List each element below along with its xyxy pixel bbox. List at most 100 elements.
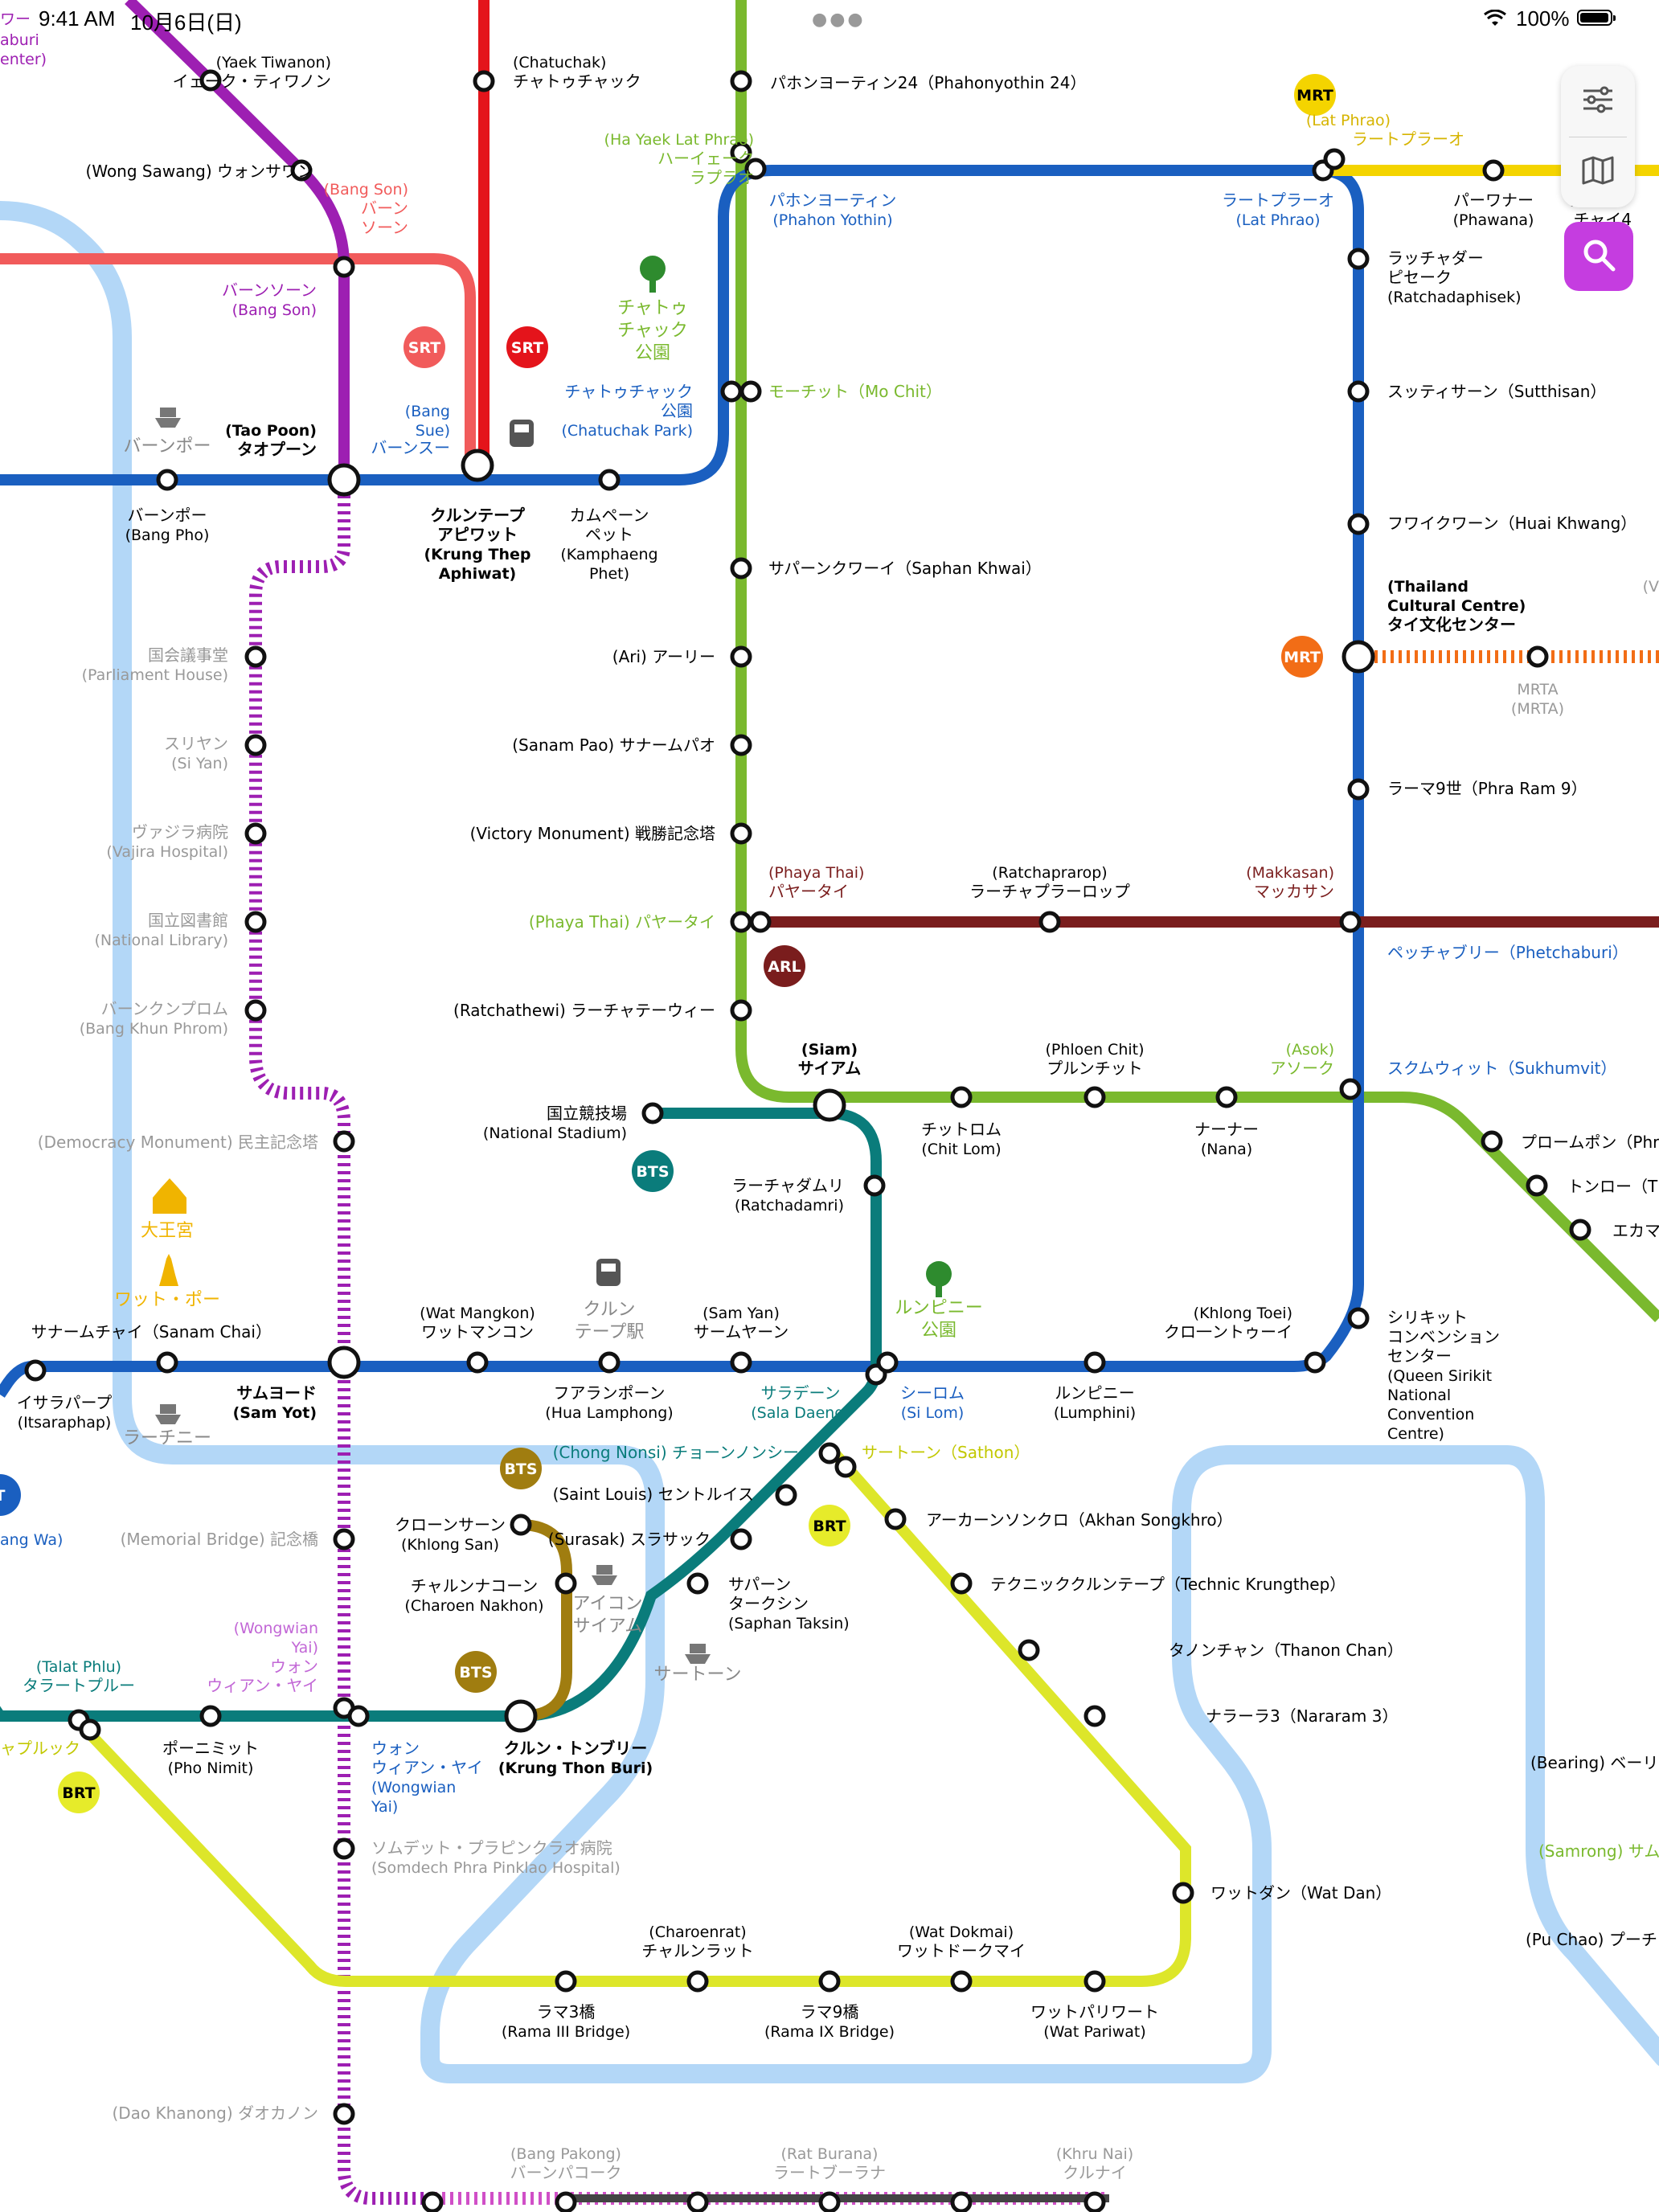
line-badge: SRT [403,326,445,368]
station-label: タイ文化センター [1387,615,1516,634]
station-label: バーンクンプロム [101,999,228,1018]
map-button[interactable] [1561,137,1635,207]
station-wongwian-yai-b [347,1705,370,1727]
station-label: タオプーン [237,440,317,459]
line-badge: BTS [500,1448,542,1489]
svg-text:BRT: BRT [62,1784,95,1802]
station-thong-lo [1526,1174,1548,1197]
stations[interactable] [24,69,1591,2212]
train-icon [596,1259,621,1286]
map-controls-panel [1561,66,1635,207]
station-label: (Ratchadaphisek) [1387,289,1522,306]
station-label: チャルンナコーン [411,1576,538,1596]
station-label: (Lat Phrao) [1306,112,1391,129]
station-label: Aphiwat) [439,565,516,583]
station-label: ラマ9橋 [801,2002,859,2022]
station-label: (Surasak) スラサック [548,1530,711,1549]
station-label: サイアム [573,1616,642,1636]
station-label: ヴァジラ病院 [132,822,228,842]
battery-percent: 100% [1516,6,1570,31]
line-badge: ARL [764,945,805,987]
station-label: タークシン [728,1594,809,1613]
station-label: 公園 [661,401,693,420]
station-label: Convention [1387,1406,1474,1423]
station-label: パヤータイ [768,882,849,901]
line-gold [519,1519,572,1722]
station-charoenrat [686,1970,709,1993]
station-label: パーワナー [1453,190,1534,210]
line-badges: MRTSRTSRTMRTARLBTSBTSBTSBRTBRTT [0,74,1336,1813]
station-thailand-cultural-centre [1342,640,1375,674]
status-date: 10月6日(日) [130,10,242,35]
search-icon [1581,237,1616,276]
station-label: ラッチャダー [1387,248,1484,268]
station-wat-dan [1172,1882,1194,1904]
station-chatuchak [473,70,495,92]
station-label: 国立競技場 [547,1104,627,1123]
station-label: プロームポン（Phr [1521,1133,1659,1152]
station-khlong-toei [1304,1351,1326,1374]
station-label: 公園 [635,343,670,363]
station-label: (Khru Nai) [1056,2145,1133,2163]
station-label: (Si Lom) [901,1404,965,1422]
boat-icon [685,1644,711,1664]
station-label: (Kamphaeng [560,546,657,563]
station-label: (Samrong) サム [1538,1841,1659,1861]
station-label: ポーニミット [162,1739,259,1758]
station-label: タノンチャン（Thanon Chan） [1169,1641,1403,1660]
station-itsaraphap [24,1359,47,1382]
station-krung-thep-aphiwat [461,449,494,482]
station-label: サナームチャイ（Sanam Chai） [31,1322,272,1342]
station-phawana [1482,159,1505,182]
station-somdech-hospital [333,1837,355,1860]
search-button[interactable] [1564,222,1633,291]
station-label: (Wongwian [371,1779,456,1796]
station-label: クローンサーン [395,1515,506,1534]
station-ratchadaphisek [1347,248,1370,270]
station-label: (National Stadium) [483,1124,627,1142]
station-sanam-chai [156,1351,178,1374]
station-saint-louis [775,1484,797,1506]
station-bang-pho [156,469,178,491]
station-label: (MRTA) [1511,700,1564,718]
station-label: Yai) [371,1798,398,1816]
wifi-icon [1484,8,1506,33]
station-label: テープ駅 [575,1322,645,1342]
station-national-stadium [641,1102,664,1124]
svg-text:BTS: BTS [459,1664,492,1682]
station-label: ラーチャダムリ [731,1176,844,1195]
station-siam [813,1088,846,1122]
station-label: サームヤーン [694,1322,789,1342]
filter-button[interactable] [1561,66,1635,137]
station-label: チャトゥチャック [564,382,693,401]
svg-text:ARL: ARL [768,958,801,976]
station-bottom-5 [950,2191,973,2212]
station-label: (Ratchathewi) ラーチャテーウィー [453,1001,715,1020]
station-label: バーン [361,199,408,218]
more-dots-icon[interactable]: ●●● [812,10,866,30]
station-label: (Wat Dokmai) [909,1923,1014,1941]
station-label: ワットパリワート [1030,2002,1159,2022]
station-label: (Sanam Pao) サナームパオ [512,735,715,755]
station-ratchadamri [863,1174,886,1197]
station-label: 国会議事堂 [148,645,228,665]
station-label: サラデーン [761,1383,841,1403]
station-label: (Charoenrat) [649,1923,746,1941]
station-label: サパーン [728,1575,791,1594]
station-pho-nimit [199,1705,222,1727]
station-label: アイコン [573,1594,643,1614]
station-label: スッティサーン（Sutthisan） [1387,382,1606,401]
station-label: (Chong Nonsi) チョーンノンシー [553,1443,799,1462]
station-chit-lom [950,1086,973,1108]
station-label: (Hua Lamphong) [545,1404,673,1422]
station-label: (Ari) アーリー [612,647,715,666]
station-label: クルン [584,1300,636,1320]
station-label: トンロー（T [1567,1177,1658,1196]
station-label: (Tao Poon) [225,422,317,440]
station-label: バーンソーン [222,281,317,300]
station-label: (Bang Khun Phrom) [80,1020,228,1038]
station-mo-chit-a [720,380,743,403]
station-label: プルンチット [1047,1059,1143,1078]
station-ha-yaek-lat-phrao-a [730,141,752,164]
